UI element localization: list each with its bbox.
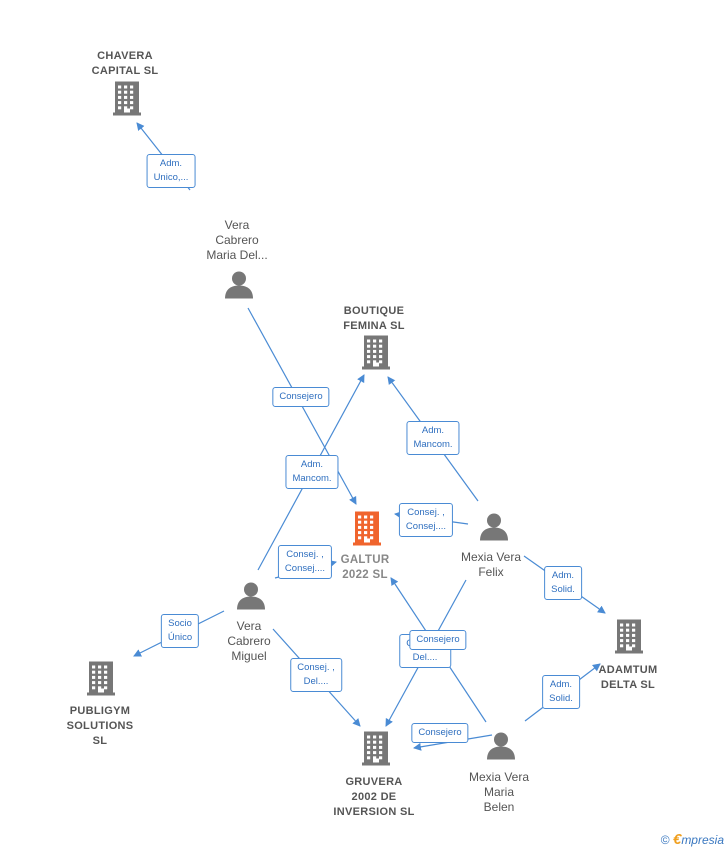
brand-logo-text: mpresia — [681, 833, 724, 847]
edge-label-mexia-belen-to-galtur[interactable]: Consejero — [409, 630, 467, 650]
brand-logo-e: € — [672, 831, 682, 848]
mexia-felix-person-icon[interactable] — [479, 513, 509, 546]
vera-miguel-person-icon[interactable] — [236, 582, 266, 615]
node-label-vera-miguel[interactable]: Vera Cabrero Miguel — [227, 619, 271, 663]
node-label-vera-maria[interactable]: Vera Cabrero Maria Del... — [206, 218, 268, 262]
node-label-gruvera[interactable]: GRUVERA 2002 DE INVERSION SL — [333, 776, 415, 818]
chavera-building-icon[interactable] — [112, 81, 142, 121]
node-label-boutique[interactable]: BOUTIQUE FEMINA SL — [343, 305, 405, 332]
vera-maria-person-icon[interactable] — [224, 271, 254, 304]
edge-label-mexia-belen-to-gruvera[interactable]: Consejero — [411, 723, 469, 743]
adamtum-building-icon[interactable] — [614, 619, 644, 659]
edge-label-vera-miguel-to-galtur[interactable]: Consej. , Consej.... — [277, 545, 333, 579]
edge-label-mexia-felix-to-galtur[interactable]: Consej. , Consej.... — [398, 503, 454, 537]
edges-layer — [133, 122, 606, 751]
node-label-chavera[interactable]: CHAVERA CAPITAL SL — [91, 50, 159, 77]
edge-label-vera-miguel-to-boutique[interactable]: Adm. Mancom. — [285, 455, 339, 489]
edge-label-vera-maria-to-galtur[interactable]: Consejero — [272, 387, 330, 407]
edge-label-vera-miguel-to-publigym[interactable]: Socio Único — [160, 614, 200, 648]
galtur-building-icon[interactable] — [352, 511, 382, 551]
node-label-mexia-belen[interactable]: Mexia Vera Maria Belen — [468, 770, 530, 814]
node-label-adamtum[interactable]: ADAMTUM DELTA SL — [598, 664, 658, 691]
edge-label-mexia-belen-to-adamtum[interactable]: Adm. Solid. — [542, 675, 580, 709]
mexia-belen-person-icon[interactable] — [486, 732, 516, 765]
footer-brand: © €mpresia — [661, 831, 724, 848]
publigym-building-icon[interactable] — [86, 661, 116, 701]
edge-label-mexia-felix-to-boutique[interactable]: Adm. Mancom. — [406, 421, 460, 455]
boutique-building-icon[interactable] — [361, 335, 391, 375]
node-label-galtur[interactable]: GALTUR 2022 SL — [340, 554, 390, 581]
copyright-symbol: © — [660, 833, 670, 847]
node-label-publigym[interactable]: PUBLIGYM SOLUTIONS SL — [66, 705, 134, 747]
edge-label-vera-miguel-to-gruvera[interactable]: Consej. , Del.... — [290, 658, 342, 692]
edge-label-mexia-felix-to-adamtum[interactable]: Adm. Solid. — [544, 566, 582, 600]
gruvera-building-icon[interactable] — [361, 731, 391, 771]
edge-label-vera-maria-to-chavera[interactable]: Adm. Unico,... — [146, 154, 196, 188]
node-label-mexia-felix[interactable]: Mexia Vera Felix — [460, 550, 522, 579]
